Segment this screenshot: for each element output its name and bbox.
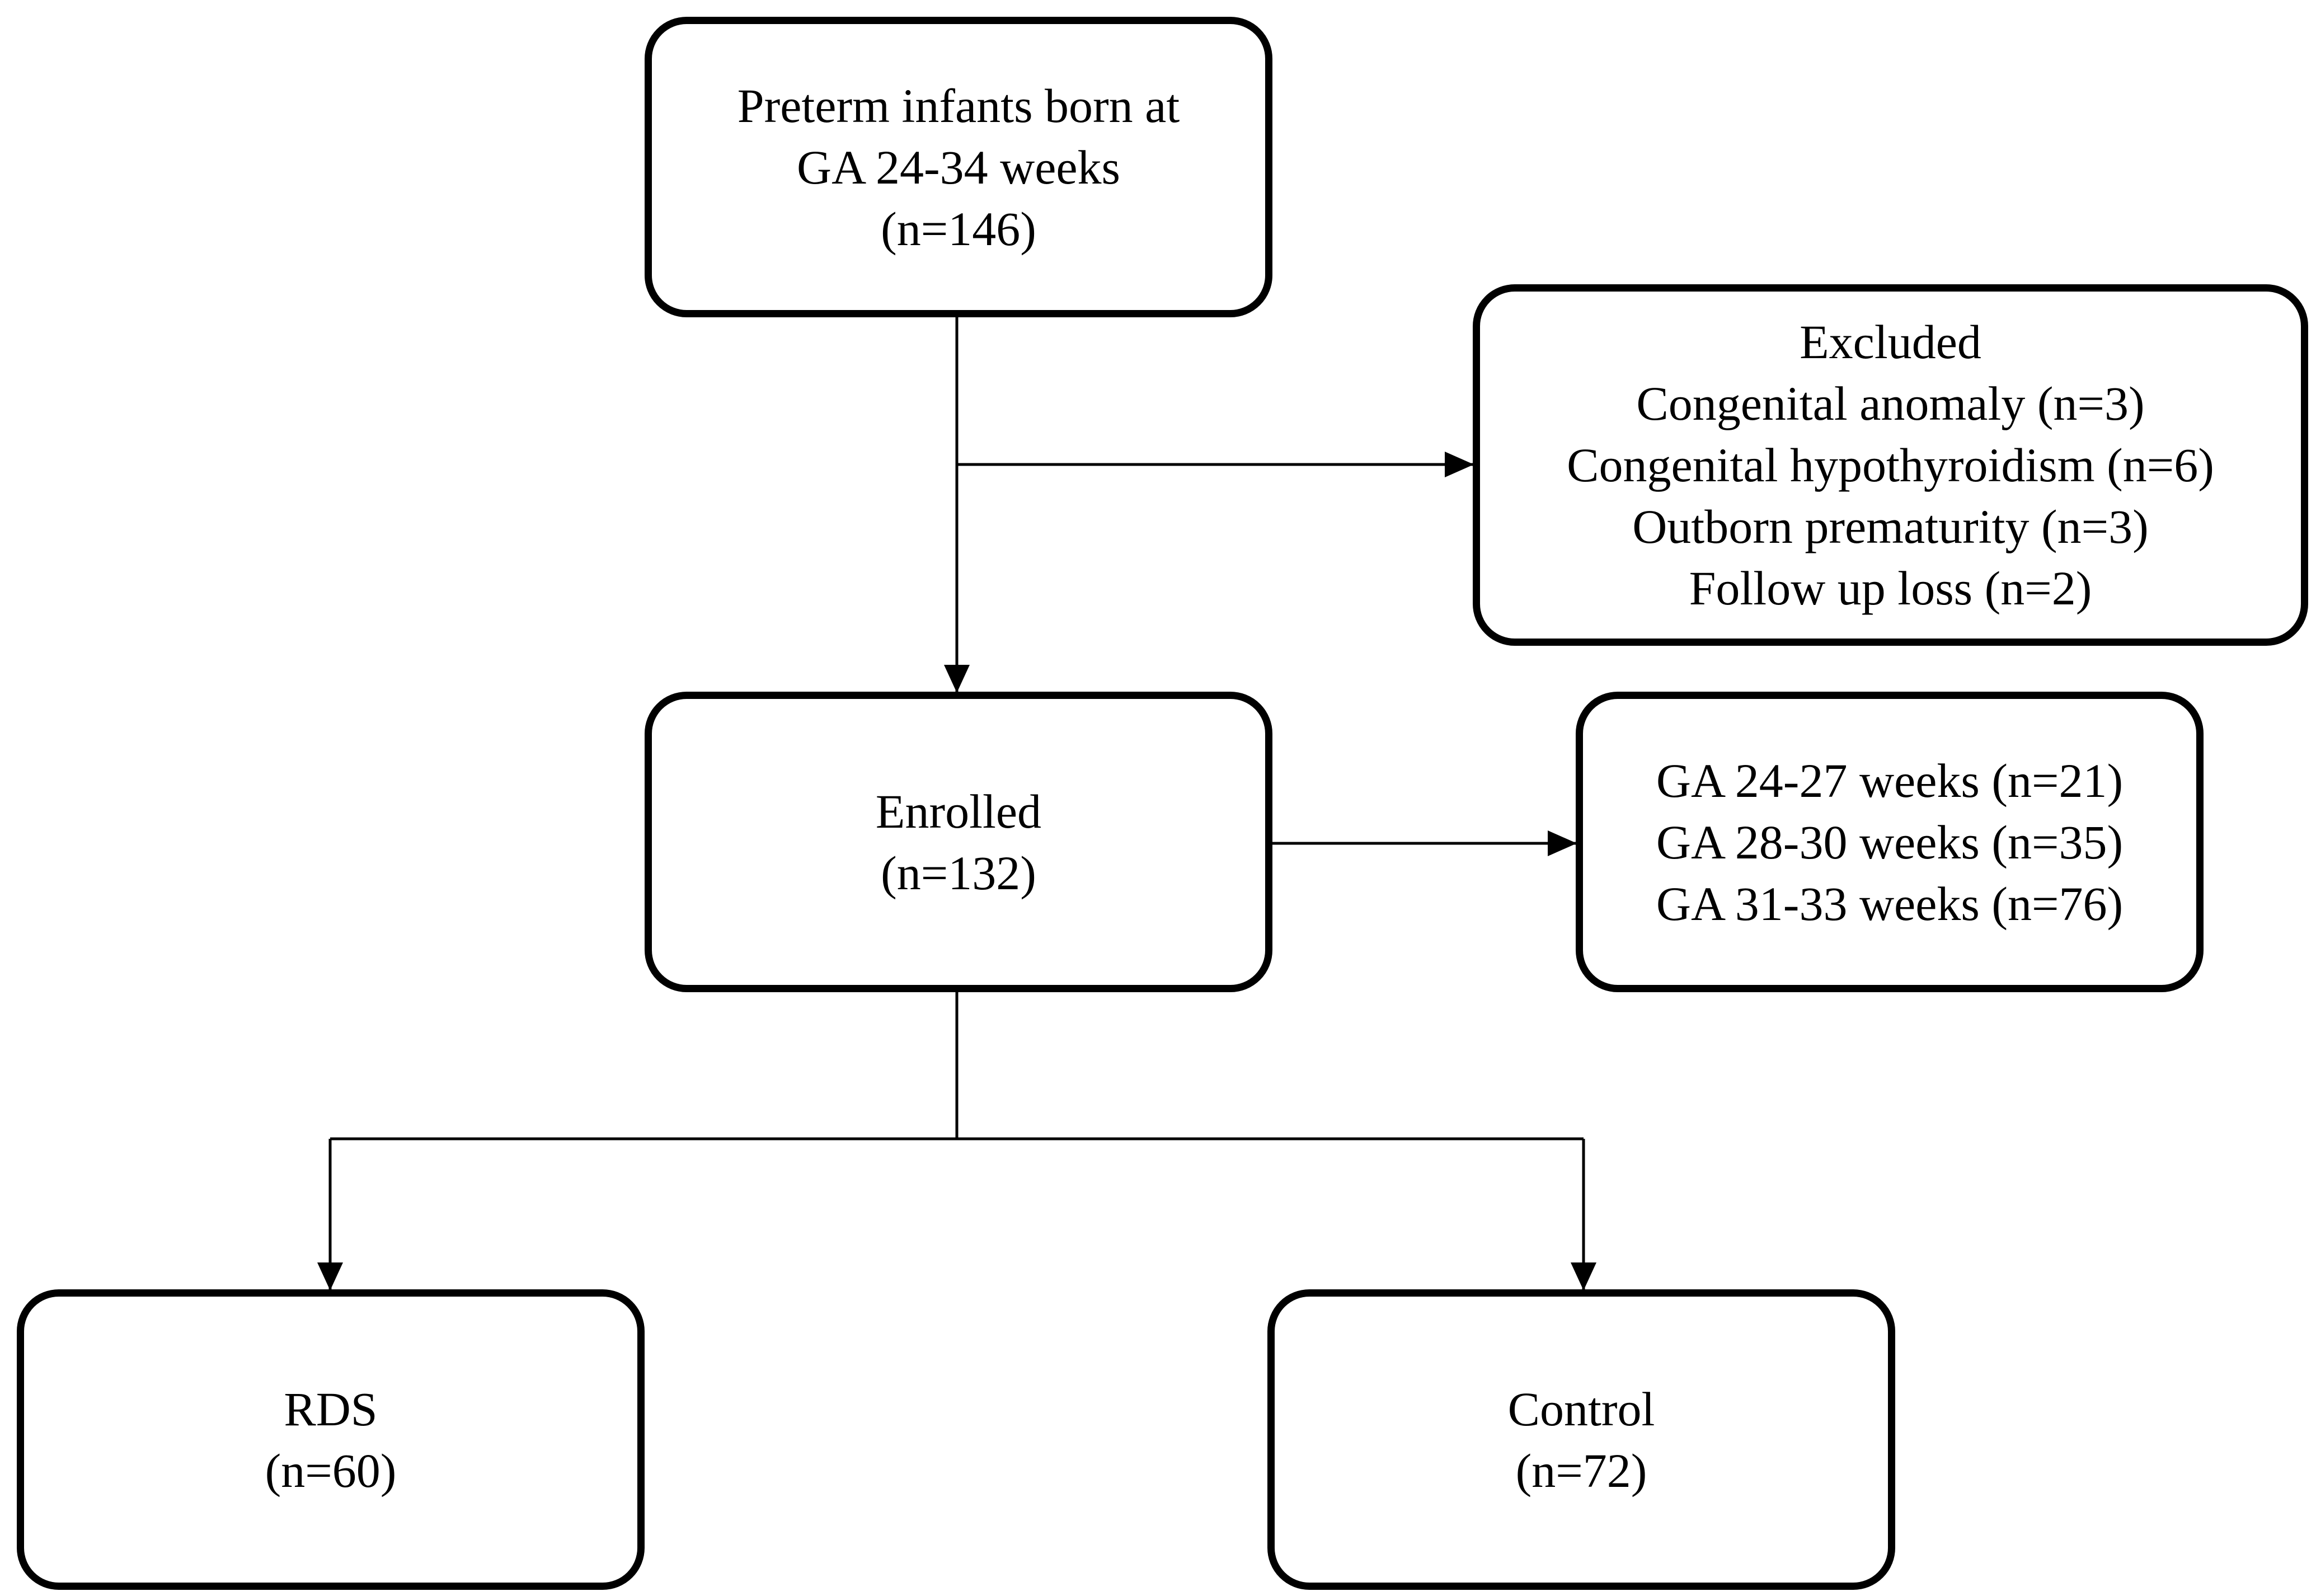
rds-title: RDS	[284, 1382, 378, 1436]
rds-box: RDS (n=60)	[17, 1289, 645, 1590]
arrowhead-to-enrolled	[944, 665, 970, 693]
ga-group: GA 24-27 weeks (n=21)	[1656, 753, 2124, 808]
control-count: (n=72)	[1515, 1443, 1647, 1498]
arrowhead-to-rds	[317, 1262, 343, 1290]
excluded-title: Excluded	[1800, 315, 1981, 369]
screened-line-1: Preterm infants born at	[737, 78, 1180, 133]
arrowhead-to-excluded	[1445, 452, 1474, 477]
ga-group: GA 31-33 weeks (n=76)	[1656, 876, 2124, 931]
rds-count: (n=60)	[265, 1443, 397, 1498]
screened-line-2: GA 24-34 weeks	[796, 140, 1121, 194]
screened-box: Preterm infants born at GA 24-34 weeks (…	[645, 17, 1272, 317]
control-title: Control	[1507, 1382, 1655, 1436]
excluded-reason: Congenital hypothyroidism (n=6)	[1567, 438, 2214, 492]
screened-count: (n=146)	[881, 201, 1036, 256]
excluded-box: Excluded Congenital anomaly (n=3) Congen…	[1473, 284, 2308, 646]
ga-group: GA 28-30 weeks (n=35)	[1656, 815, 2124, 869]
control-box: Control (n=72)	[1267, 1289, 1895, 1590]
arrowhead-to-ga	[1548, 830, 1577, 856]
excluded-reason: Congenital anomaly (n=3)	[1636, 377, 2145, 430]
excluded-reason: Outborn prematurity (n=3)	[1632, 500, 2149, 553]
enrolled-title: Enrolled	[875, 784, 1042, 838]
arrowhead-to-control	[1571, 1262, 1596, 1290]
excluded-reason: Follow up loss (n=2)	[1689, 561, 2092, 615]
enrolled-box: Enrolled (n=132)	[645, 692, 1272, 992]
enrolled-count: (n=132)	[881, 846, 1036, 900]
ga-groups-box: GA 24-27 weeks (n=21) GA 28-30 weeks (n=…	[1576, 692, 2204, 992]
